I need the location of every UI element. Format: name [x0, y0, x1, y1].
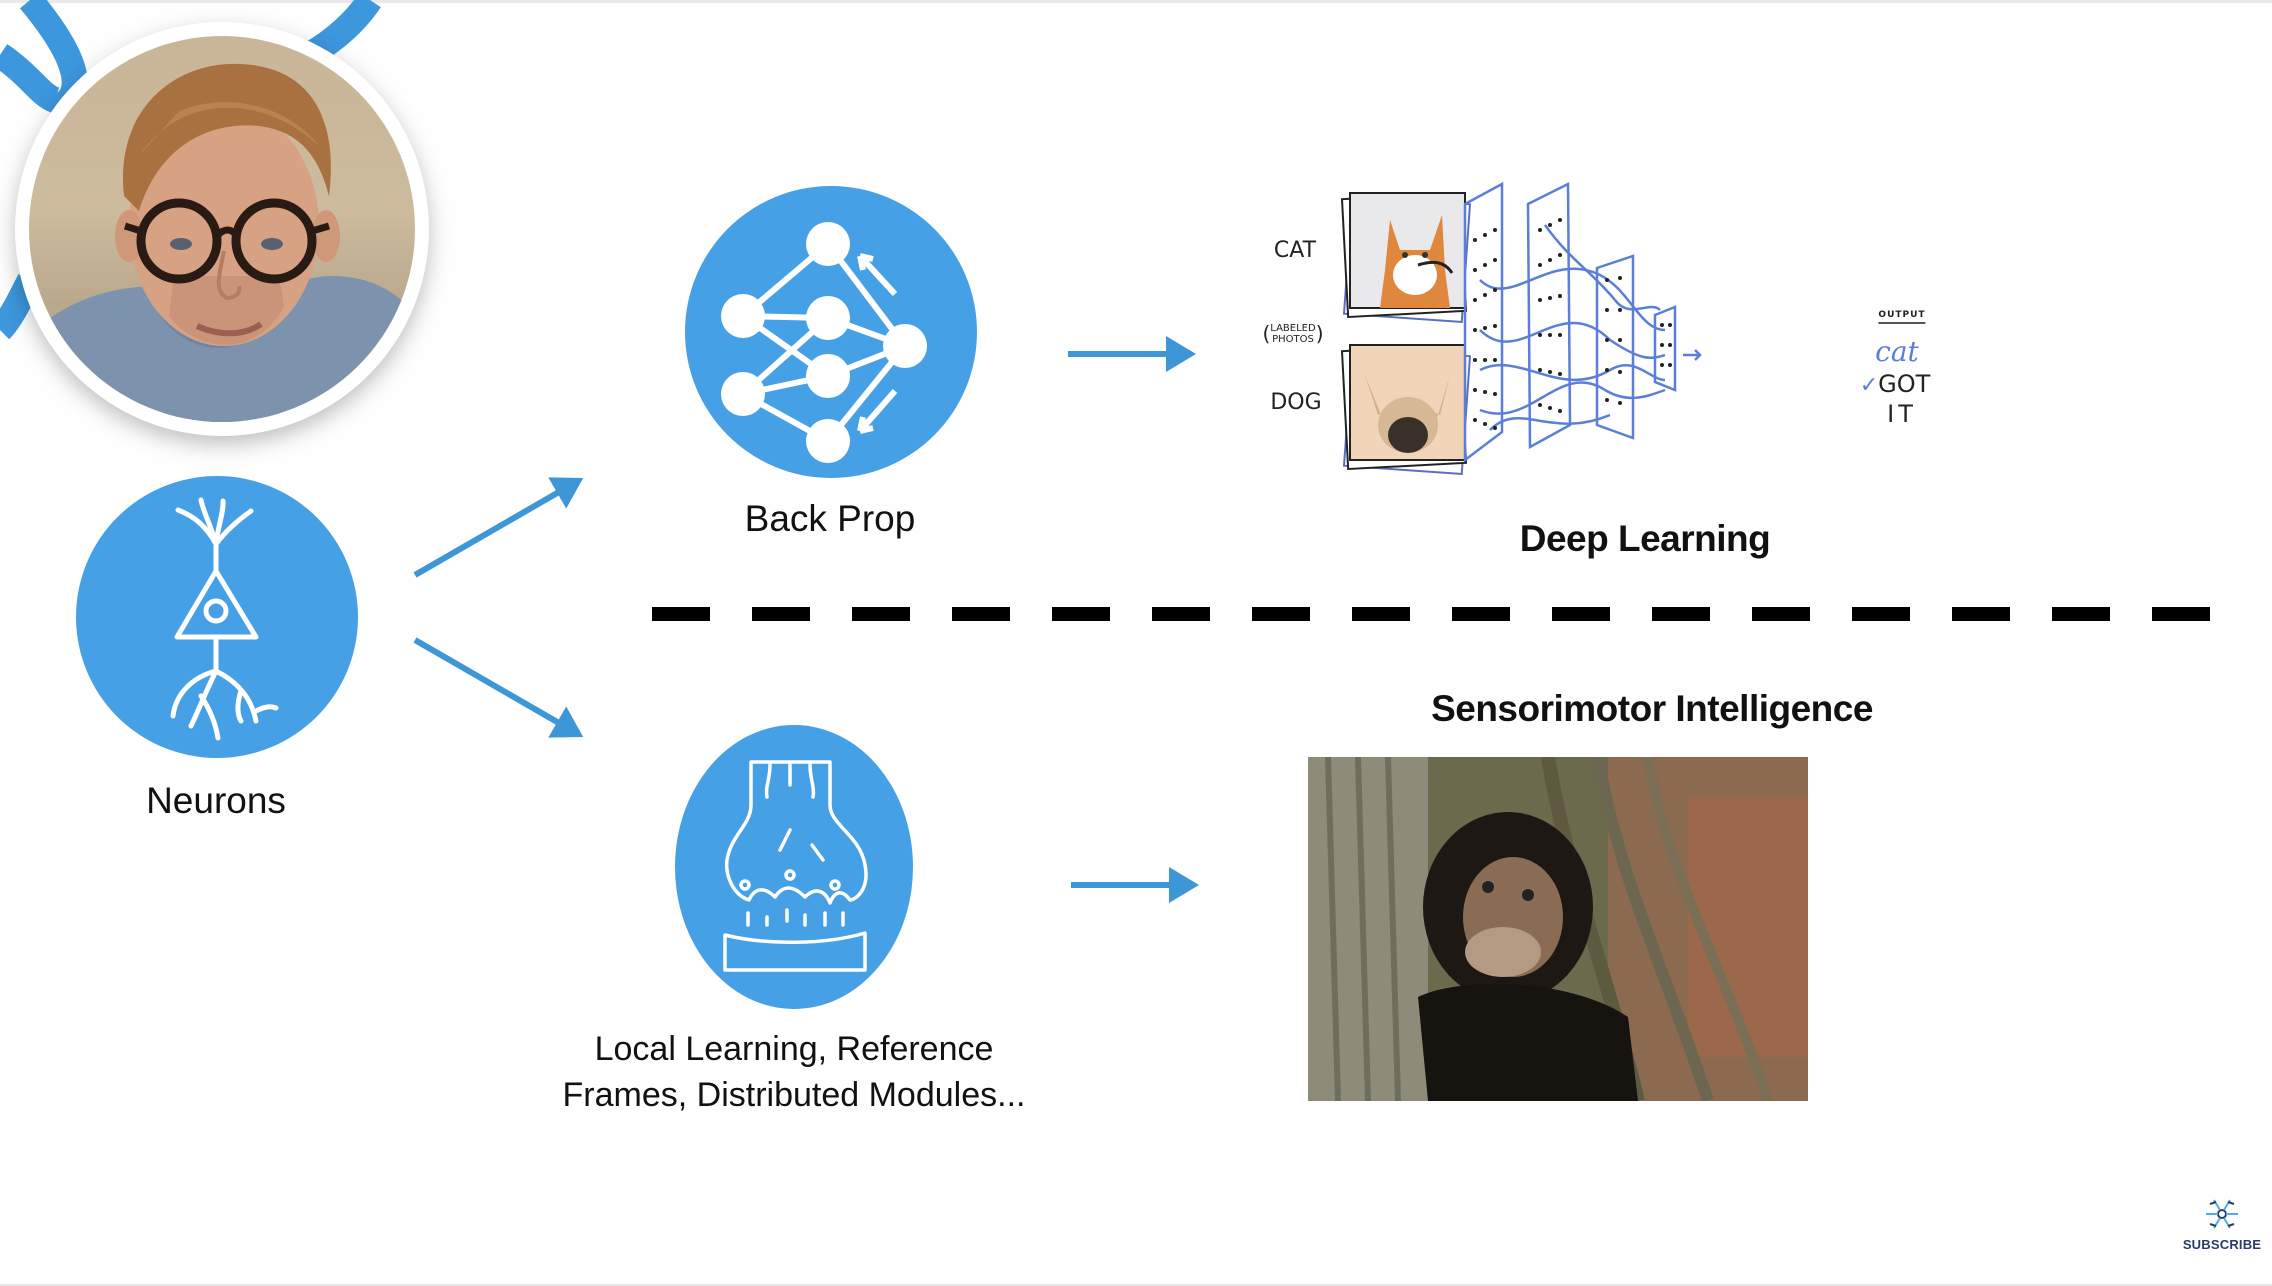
it-label: IT	[1887, 400, 1917, 428]
chimpanzee-image	[1308, 757, 1808, 1101]
deep-learning-label: Deep Learning	[1519, 518, 1771, 559]
local-learning-label-line1: Local Learning, Reference	[594, 1030, 994, 1068]
presenter-webcam	[15, 22, 429, 436]
labeled-photos-graphic	[1340, 181, 1702, 476]
local-learning-label-line2: Frames, Distributed Modules...	[562, 1076, 1026, 1114]
neuron-icon	[170, 497, 279, 741]
neurons-icon-circle	[76, 476, 358, 758]
subscribe-label: SUBSCRIBE	[2182, 1237, 2262, 1252]
chimpanzee-photo-icon	[1308, 757, 1808, 1101]
local-learning-icon-circle	[675, 725, 913, 1009]
network-layers	[1463, 181, 1702, 463]
top-border	[0, 0, 2272, 3]
synapse-icon	[723, 760, 868, 972]
output-label: OUTPUT	[1878, 310, 1926, 324]
paren-right: )	[1315, 321, 1324, 346]
output-value: cat	[1875, 335, 1919, 368]
subscribe-logo-icon	[2206, 1199, 2238, 1229]
cat-label: CAT	[1273, 238, 1317, 263]
backprop-icon-circle	[685, 186, 977, 478]
subscribe-button[interactable]: SUBSCRIBE	[2180, 1196, 2264, 1256]
got-text: GOT	[1878, 370, 1931, 398]
labeled-photos-line1: LABELED	[1270, 323, 1316, 334]
cat-photo-stack	[1340, 191, 1472, 324]
neural-network-icon	[721, 222, 927, 463]
labeled-photos-line2: PHOTOS	[1272, 334, 1314, 345]
backprop-label: Back Prop	[744, 498, 916, 539]
curved-arrow-icon	[1417, 260, 1454, 274]
dog-photo-stack	[1340, 343, 1472, 476]
dashed-divider	[652, 607, 2212, 621]
paren-left: (	[1262, 321, 1271, 346]
sensorimotor-label: Sensorimotor Intelligence	[1431, 688, 1873, 729]
neurons-label: Neurons	[146, 780, 286, 821]
check-icon: ✓	[1859, 373, 1879, 398]
dog-label: DOG	[1270, 390, 1322, 415]
presenter-face-icon	[29, 63, 415, 422]
arrow-neurons-to-local-learning	[413, 637, 584, 738]
arrow-neurons-to-backprop	[413, 477, 584, 578]
presenter-video	[29, 36, 415, 422]
got-it-label: ✓GOT	[1860, 370, 1931, 398]
bottom-border	[0, 1284, 2272, 1286]
